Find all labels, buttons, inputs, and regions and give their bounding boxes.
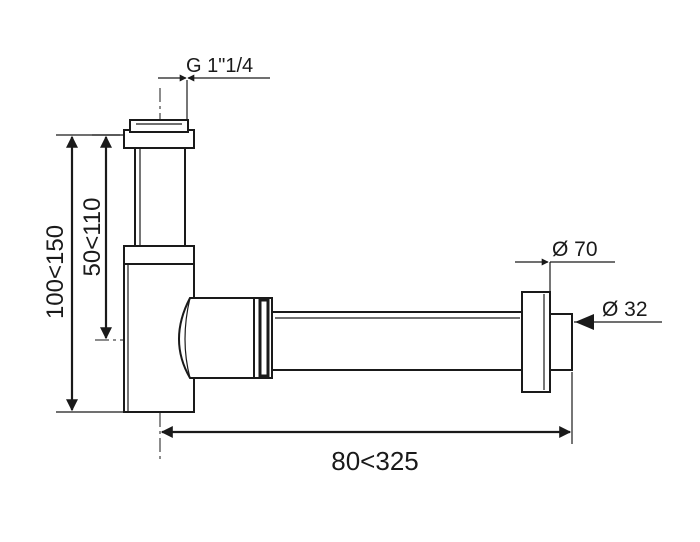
total-height-label: 100<150 [42, 225, 69, 319]
flange-diameter-label: Ø 70 [552, 238, 598, 261]
outlet-pipe [271, 311, 523, 371]
length-label: 80<325 [331, 446, 418, 476]
side-outlet [178, 297, 263, 379]
outlet-diameter-label: Ø 32 [602, 298, 648, 321]
bottle-collar [123, 245, 195, 265]
outlet-diameter-dimension: Ø 32 [574, 298, 662, 330]
total-height-dimension: 100<150 [42, 134, 124, 413]
wall-flange [521, 291, 551, 393]
length-dimension: 80<325 [160, 372, 573, 476]
trap-body [123, 119, 573, 413]
thread-label: G 1"1/4 [186, 55, 253, 77]
flange-diameter-dimension: Ø 70 [515, 238, 615, 292]
thread-dimension: G 1"1/4 [158, 55, 270, 120]
inlet-cap [129, 119, 189, 133]
inlet-height-dimension: 50<110 [79, 134, 120, 340]
inlet-tube [134, 147, 186, 247]
outlet-spigot [549, 313, 573, 371]
inlet-height-label: 50<110 [79, 198, 106, 277]
